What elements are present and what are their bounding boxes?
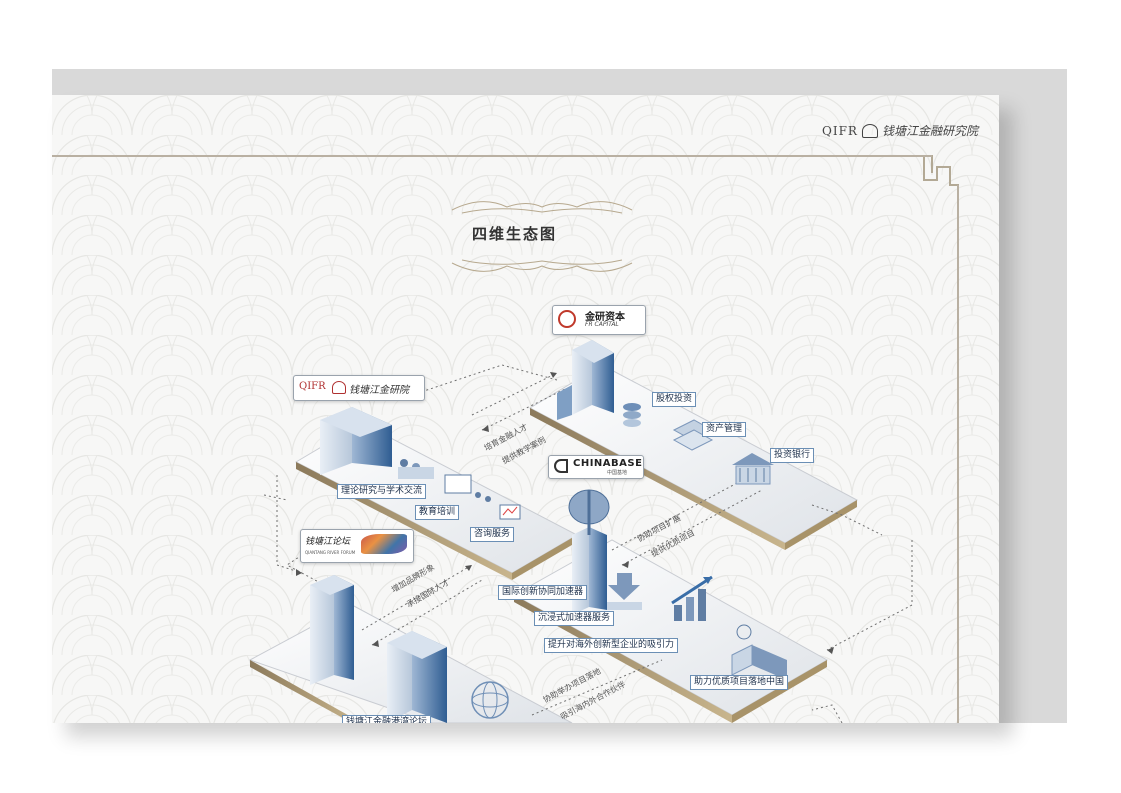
label-edu: 教育培训 — [415, 505, 460, 520]
label-landing: 助力优质项目落地中国 — [690, 675, 789, 690]
forum-chinese: 钱塘江论坛 — [305, 537, 351, 547]
label-theory: 理论研究与学术交流 — [337, 484, 427, 499]
brand-latin: QIFR — [822, 123, 858, 138]
jinyan-logo-icon — [558, 310, 576, 328]
download-arrow-icon — [607, 573, 642, 610]
globe-icon — [471, 681, 509, 719]
chinabase-logo-icon — [554, 459, 568, 473]
jinyan-sub: FR CAPITAL — [585, 321, 619, 328]
forum-badge: 钱塘江论坛 QIANTANG RIVER FORUM — [300, 529, 414, 563]
label-attract: 提升对海外创新型企业的吸引力 — [544, 638, 679, 653]
qifr-chinese: 钱塘江金研院 — [349, 385, 409, 396]
classroom-icon — [444, 474, 491, 502]
document-page: QIFR 钱塘江金融研究院 四维生态图 — [52, 95, 999, 723]
qifr-badge: QIFR 钱塘江金研院 — [293, 375, 425, 401]
coins-icon — [623, 403, 641, 427]
brand-chinese: 钱塘江金融研究院 — [881, 124, 978, 138]
bank-icon — [732, 453, 774, 485]
forum-second-building — [387, 631, 447, 723]
qifr-building — [320, 407, 392, 475]
forum-sub: QIANTANG RIVER FORUM — [305, 550, 356, 555]
header-rule — [52, 155, 932, 157]
label-consult: 咨询服务 — [470, 527, 515, 542]
factory-icon — [731, 624, 787, 680]
arrow-heads — [296, 372, 834, 654]
forum-ribbon-icon — [361, 534, 407, 554]
forum-tower-building — [310, 575, 354, 685]
label-forum: 钱塘江金融港湾论坛 — [342, 715, 432, 723]
wave-pattern — [52, 95, 999, 723]
label-immersive: 沉浸式加速器服务 — [534, 611, 615, 626]
right-rule — [957, 185, 959, 723]
chinabase-tower-building — [568, 489, 610, 615]
label-equity: 股权投资 — [652, 392, 697, 407]
ecosystem-diagram — [248, 340, 913, 723]
chinabase-badge: CHINABASE 中国基地 — [548, 455, 644, 479]
jinyan-tower-building — [557, 340, 614, 420]
jinyan-capital-badge: 金研资本 FR CAPITAL — [552, 305, 646, 335]
people-icon — [398, 459, 434, 479]
header-brand: QIFR 钱塘江金融研究院 — [822, 122, 978, 139]
brand-logo-icon — [861, 123, 878, 138]
page-title: 四维生态图 — [472, 225, 558, 243]
qifr-logo-icon — [332, 381, 346, 394]
qifr-latin: QIFR — [299, 381, 326, 392]
label-asset: 资产管理 — [702, 422, 747, 437]
jinyan-name: 金研资本 — [585, 312, 625, 323]
label-ib: 投资银行 — [770, 448, 815, 463]
label-accel: 国际创新协同加速器 — [498, 585, 588, 600]
chinabase-sub: 中国基地 — [607, 470, 628, 476]
chinabase-name: CHINABASE — [573, 458, 643, 469]
growth-chart-icon — [671, 575, 713, 621]
dotted-connectors — [263, 364, 913, 723]
consulting-icon — [499, 504, 521, 520]
